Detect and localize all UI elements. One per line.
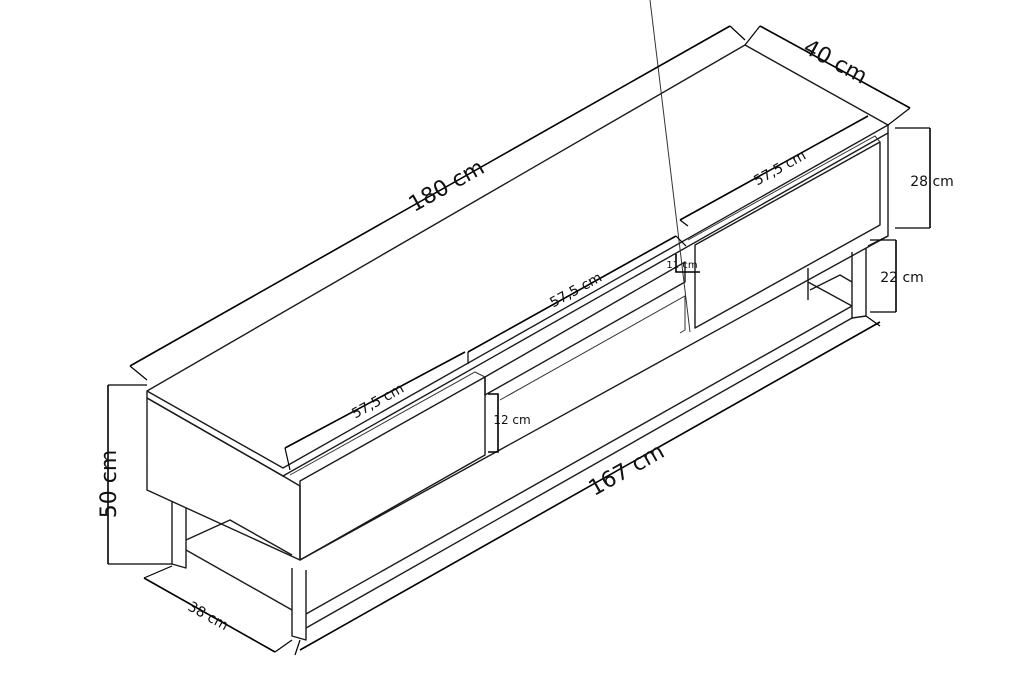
rail-right-side-inner <box>809 274 853 291</box>
dim-line-180 <box>129 25 731 367</box>
dim-line-575-middle <box>467 235 677 353</box>
drawer-left-top <box>289 371 486 476</box>
label-12: 12 cm <box>493 413 530 427</box>
label-180: 180 cm <box>405 155 489 217</box>
label-50: 50 cm <box>97 450 122 519</box>
dim-line-40 <box>759 25 911 109</box>
label-575-left: 57,5 cm <box>349 381 407 423</box>
drawers <box>289 0 881 561</box>
rail-left-side-inner <box>185 519 293 556</box>
label-22: 22 cm <box>880 270 924 286</box>
rail-right-side <box>807 281 853 307</box>
label-167: 167 cm <box>585 439 669 501</box>
dim-line-167 <box>299 321 881 651</box>
rail-front-bottom-inner <box>305 305 853 615</box>
carcass-bottom-edge <box>299 235 889 561</box>
shelf-middle-back <box>649 0 691 333</box>
dim-line-575-left <box>284 351 466 449</box>
tv-stand-body <box>146 44 889 561</box>
dim-line-575-right <box>679 115 869 221</box>
dimension-lines <box>107 25 931 656</box>
dimension-labels: 180 cm 40 cm 50 cm 28 cm 22 cm 57,5 cm 5… <box>97 35 954 634</box>
left-end-panel <box>146 397 301 561</box>
drawer-middle-front <box>484 261 686 396</box>
top-surface <box>146 44 889 469</box>
leg-left-front <box>291 568 307 641</box>
dim-line-12 <box>488 393 499 453</box>
label-38: 38 cm <box>185 599 231 634</box>
base-frame <box>171 248 867 641</box>
drawer-left-front <box>299 376 486 561</box>
leg-left-back <box>171 502 187 569</box>
dim-line-11 <box>675 254 700 273</box>
label-28: 28 cm <box>910 174 954 190</box>
right-end-panel <box>867 133 889 247</box>
rail-left-side <box>185 549 293 611</box>
rail-front-bottom <box>305 317 853 629</box>
drawer-right-top <box>687 135 881 241</box>
drawer-middle-inner <box>499 295 686 401</box>
label-11: 11 cm <box>666 260 697 271</box>
dim-line-38 <box>143 577 276 653</box>
leg-right-front <box>851 248 867 319</box>
drawer-right-front <box>694 141 881 329</box>
